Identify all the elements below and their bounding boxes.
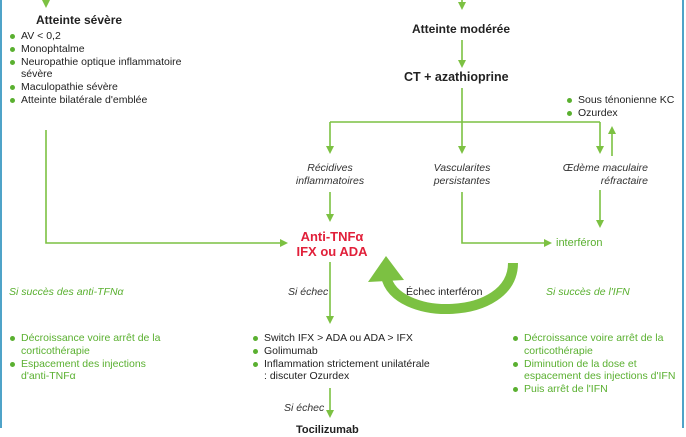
anti-tnf-success-list: Décroissance voire arrêt de la corticoth…: [9, 332, 174, 383]
branch-vascularites: Vascularites persistantes: [433, 162, 491, 187]
branch-recidives: Récidives inflammatoires: [295, 162, 365, 187]
local-treatment-item: Sous ténonienne KC: [566, 94, 681, 107]
severe-criteria-item: Monophtalme: [9, 43, 184, 56]
moderate-title: Atteinte modérée: [412, 22, 511, 36]
figure-frame: [0, 0, 684, 428]
anti-tnf-success-item: Espacement des injections d'anti-TNFα: [9, 358, 174, 384]
bottom-treatment-cut: Tocilizumab: [296, 424, 359, 436]
branch-oedeme: Œdème maculaire réfractaire: [562, 162, 648, 187]
ifn-success-item: Décroissance voire arrêt de la corticoth…: [512, 332, 684, 358]
arrow-severe-antitnf: [45, 130, 288, 247]
severe-criteria-item: Atteinte bilatérale d'emblée: [9, 94, 184, 107]
anti-tnf-success-item: Décroissance voire arrêt de la corticoth…: [9, 332, 174, 358]
success-ifn-label: Si succès de l'IFN: [546, 286, 630, 298]
local-treatment-item: Ozurdex: [566, 107, 681, 120]
severe-criteria-list: AV < 0,2 Monophtalme Neuropathie optique…: [9, 30, 184, 107]
interferon-label: interféron: [556, 237, 603, 249]
ifn-success-item: Diminution de la dose et espacement des …: [512, 358, 684, 384]
treatment-title: CT + azathioprine: [404, 70, 509, 84]
anti-tnf-line1: Anti-TNFα: [300, 229, 364, 244]
severe-criteria-item: Maculopathie sévère: [9, 81, 184, 94]
si-echec-label-2: Si échec: [284, 402, 325, 414]
echec-interferon-curve-arrow: [381, 262, 518, 315]
echec-interferon-arrowhead: [368, 256, 404, 282]
severe-title: Atteinte sévère: [36, 13, 123, 27]
success-anti-tnf-label: Si succès des anti-TFNα: [9, 286, 124, 298]
severe-criteria-item: AV < 0,2: [9, 30, 184, 43]
failure-option-item: Inflammation strictement unilatérale : d…: [252, 358, 432, 384]
arrow-vascularites-interferon: [461, 192, 552, 247]
failure-option-item: Switch IFX > ADA ou ADA > IFX: [252, 332, 432, 345]
local-treatment-list: Sous ténonienne KC Ozurdex: [566, 94, 681, 120]
ifn-success-list: Décroissance voire arrêt de la corticoth…: [512, 332, 684, 396]
ifn-success-item: Puis arrêt de l'IFN: [512, 383, 684, 396]
anti-tnf-line2: IFX ou ADA: [296, 244, 368, 259]
si-echec-label-1: Si échec: [288, 286, 329, 298]
failure-options-list: Switch IFX > ADA ou ADA > IFX Golimumab …: [252, 332, 432, 383]
failure-option-item: Golimumab: [252, 345, 432, 358]
echec-interferon-label: Échec interféron: [406, 286, 483, 298]
severe-criteria-item: Neuropathie optique inflammatoire sévère: [9, 56, 184, 82]
